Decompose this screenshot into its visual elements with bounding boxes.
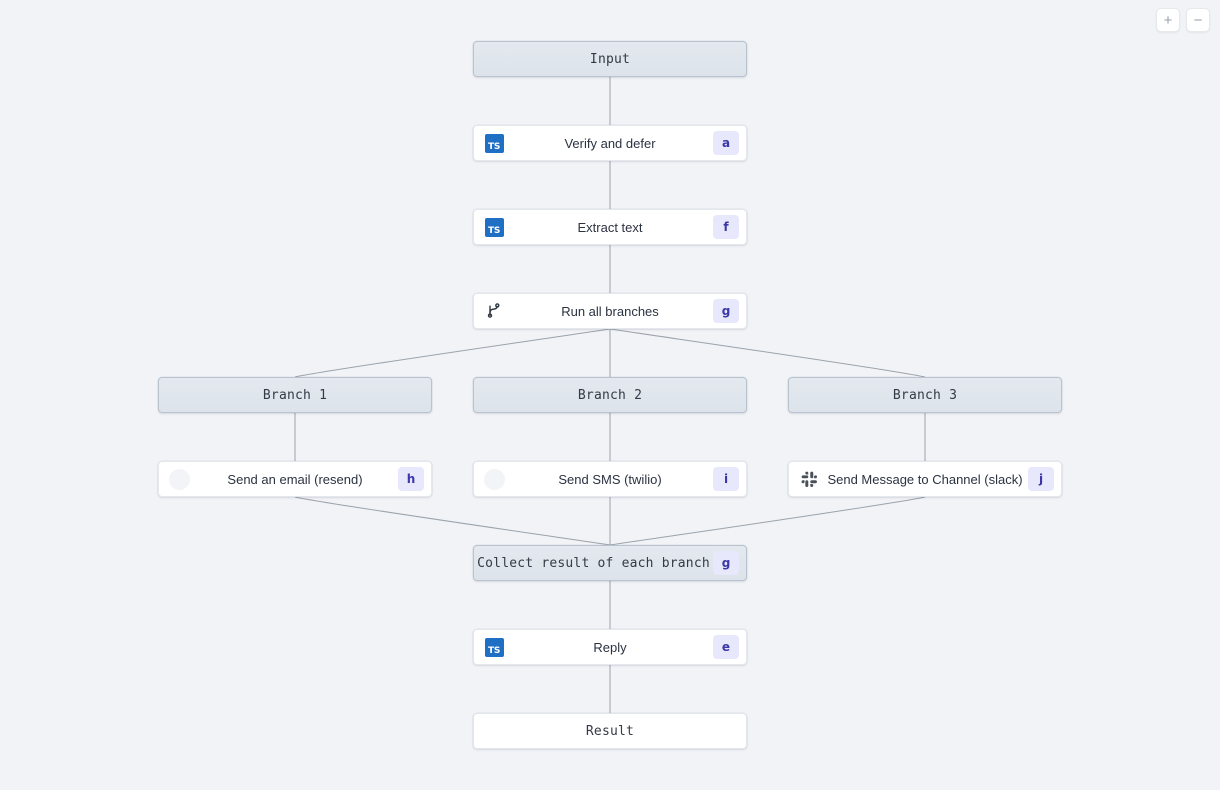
node-slack[interactable]: Send Message to Channel (slack) j <box>788 461 1062 497</box>
node-runall[interactable]: Run all branches g <box>473 293 747 329</box>
node-label: Reply <box>593 639 627 655</box>
app-logo-placeholder-icon <box>166 466 192 492</box>
node-badge[interactable]: i <box>713 467 739 491</box>
node-label: Result <box>585 723 635 739</box>
zoom-out-button[interactable]: − <box>1186 8 1210 32</box>
node-branch1[interactable]: Branch 1 <box>158 377 432 413</box>
typescript-icon: TS <box>481 130 507 156</box>
node-branch3[interactable]: Branch 3 <box>788 377 1062 413</box>
node-input[interactable]: Input <box>473 41 747 77</box>
node-result[interactable]: Result <box>473 713 747 749</box>
node-label: Send Message to Channel (slack) <box>827 471 1023 487</box>
node-label: Branch 2 <box>577 387 643 403</box>
node-verify[interactable]: TS Verify and defer a <box>473 125 747 161</box>
zoom-controls: + − <box>1156 8 1210 32</box>
edge-email-to-collect <box>294 496 611 546</box>
node-label: Input <box>589 51 631 67</box>
node-label: Collect result of each branch <box>477 555 710 571</box>
node-label: Send SMS (twilio) <box>558 471 662 487</box>
edge-slack-to-collect <box>609 496 926 546</box>
node-extract[interactable]: TS Extract text f <box>473 209 747 245</box>
node-badge[interactable]: f <box>713 215 739 239</box>
app-logo-placeholder-icon <box>481 466 507 492</box>
edge-runall-to-branch1 <box>294 328 611 378</box>
node-sms[interactable]: Send SMS (twilio) i <box>473 461 747 497</box>
node-branch2[interactable]: Branch 2 <box>473 377 747 413</box>
node-label: Branch 3 <box>892 387 958 403</box>
node-label: Verify and defer <box>564 135 656 151</box>
node-badge[interactable]: h <box>398 467 424 491</box>
node-badge[interactable]: j <box>1028 467 1054 491</box>
slack-icon <box>796 466 822 492</box>
node-label: Run all branches <box>561 303 659 319</box>
node-badge[interactable]: g <box>713 299 739 323</box>
node-label: Branch 1 <box>262 387 328 403</box>
zoom-in-button[interactable]: + <box>1156 8 1180 32</box>
node-label: Send an email (resend) <box>227 471 363 487</box>
node-badge[interactable]: a <box>713 131 739 155</box>
node-label: Extract text <box>577 219 643 235</box>
git-branch-icon <box>481 298 507 324</box>
node-badge[interactable]: g <box>713 551 739 575</box>
edge-runall-to-branch3 <box>609 328 926 378</box>
typescript-icon: TS <box>481 214 507 240</box>
node-reply[interactable]: TS Reply e <box>473 629 747 665</box>
node-badge[interactable]: e <box>713 635 739 659</box>
node-email[interactable]: Send an email (resend) h <box>158 461 432 497</box>
typescript-icon: TS <box>481 634 507 660</box>
